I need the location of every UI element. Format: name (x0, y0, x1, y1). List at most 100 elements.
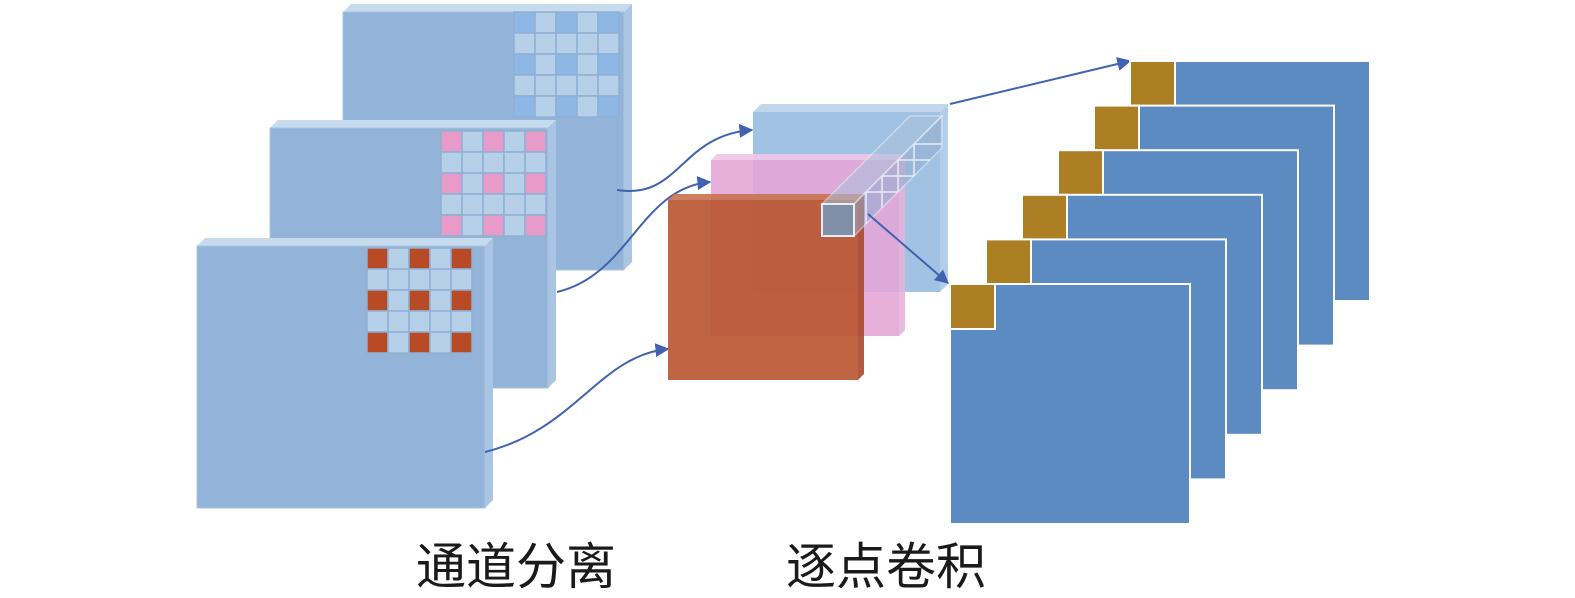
stack-front-top (668, 194, 864, 200)
depthwise-caption: 通道分离 (416, 538, 616, 596)
stack-pink-side (899, 154, 905, 336)
kernel-cell (513, 53, 536, 76)
kernel-cell (450, 289, 473, 312)
stack-front-side (858, 194, 864, 380)
kernel-cell (513, 11, 536, 34)
kernel-cell (503, 151, 526, 174)
stacked-feature-maps (668, 104, 948, 380)
input-channel-3 (196, 238, 493, 509)
kernel-cell (366, 268, 389, 291)
kernel-cell (366, 310, 389, 333)
kernel-cell (524, 151, 547, 174)
kernel-cell (597, 32, 620, 55)
kernel-cell (534, 95, 557, 118)
output-pixel-patch (949, 283, 996, 330)
kernel-cell (524, 214, 547, 237)
kernel-cell (576, 53, 599, 76)
kernel-cell (555, 74, 578, 97)
kernel-cell (482, 151, 505, 174)
kernel-cell (513, 74, 536, 97)
channel-2-top-face (270, 120, 556, 128)
kernel-cell (387, 247, 410, 270)
kernel-cell (461, 172, 484, 195)
kernel-cell (366, 289, 389, 312)
kernel-grid-1 (513, 11, 620, 118)
pointwise-caption: 逐点卷积 (786, 538, 986, 596)
output-pixel-patch (1057, 149, 1104, 197)
kernel-cell (408, 331, 431, 354)
pixel-column (820, 114, 944, 238)
kernel-cell (461, 130, 484, 153)
kernel-cell (597, 74, 620, 97)
kernel-cell (366, 247, 389, 270)
kernel-cell (408, 289, 431, 312)
kernel-cell (450, 247, 473, 270)
kernel-cell (503, 214, 526, 237)
kernel-cell (524, 193, 547, 216)
kernel-cell (440, 193, 463, 216)
kernel-cell (387, 310, 410, 333)
kernel-cell (408, 310, 431, 333)
kernel-cell (461, 193, 484, 216)
kernel-cell (524, 130, 547, 153)
channel-2-side-face (548, 120, 556, 388)
kernel-cell (482, 214, 505, 237)
kernel-cell (597, 95, 620, 118)
kernel-cell (450, 268, 473, 291)
kernel-grid-2 (440, 130, 547, 237)
kernel-cell (576, 11, 599, 34)
kernel-cell (482, 172, 505, 195)
kernel-cell (429, 331, 452, 354)
stack-back-side (940, 104, 948, 292)
kernel-cell (461, 151, 484, 174)
stack-back-top (753, 104, 948, 112)
channel-3-side-face (485, 238, 493, 508)
kernel-cell (387, 331, 410, 354)
output-pixel-patch (1093, 104, 1140, 152)
kernel-cell (534, 32, 557, 55)
kernel-cell (366, 331, 389, 354)
kernel-cell (450, 310, 473, 333)
kernel-cell (387, 289, 410, 312)
kernel-cell (440, 151, 463, 174)
channel-3-top-face (197, 238, 493, 246)
output-arrow-bottom (867, 213, 950, 284)
output-feature-maps (949, 60, 1371, 525)
kernel-cell (513, 32, 536, 55)
stack-pink-top (711, 154, 905, 160)
kernel-cell (482, 130, 505, 153)
connector-arrow-2 (556, 176, 712, 293)
connector-arrow-1 (616, 123, 754, 193)
kernel-cell (576, 95, 599, 118)
kernel-cell (534, 11, 557, 34)
output-map (949, 283, 1191, 525)
kernel-cell (461, 214, 484, 237)
kernel-grid-3 (366, 247, 473, 354)
kernel-cell (482, 193, 505, 216)
kernel-cell (555, 11, 578, 34)
kernel-cell (408, 268, 431, 291)
channel-1-top-face (343, 4, 632, 12)
output-pixel-patch (1021, 193, 1068, 241)
connector-arrow-3 (484, 343, 670, 453)
kernel-cell (429, 310, 452, 333)
kernel-cell (440, 172, 463, 195)
kernel-cell (503, 193, 526, 216)
kernel-cell (576, 74, 599, 97)
kernel-cell (429, 268, 452, 291)
kernel-cell (576, 32, 599, 55)
kernel-cell (597, 11, 620, 34)
kernel-cell (440, 214, 463, 237)
kernel-cell (534, 74, 557, 97)
kernel-cell (450, 331, 473, 354)
kernel-cell (440, 130, 463, 153)
kernel-cell (513, 95, 536, 118)
kernel-cell (408, 247, 431, 270)
kernel-cell (387, 268, 410, 291)
output-pixel-patch (1129, 60, 1176, 107)
output-arrow-top (949, 57, 1132, 105)
kernel-cell (524, 172, 547, 195)
kernel-cell (597, 53, 620, 76)
output-pixel-patch (985, 238, 1032, 286)
